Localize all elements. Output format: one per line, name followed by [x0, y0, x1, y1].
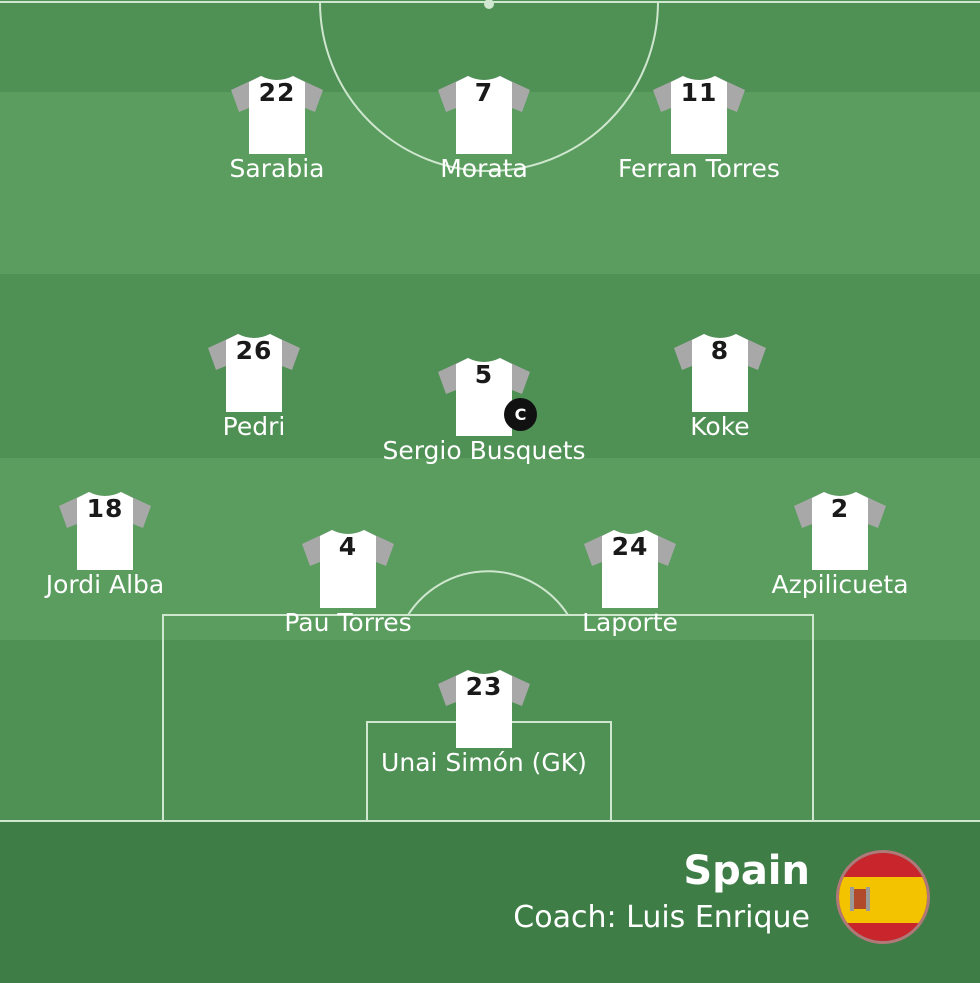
team-name: Spain	[683, 848, 810, 894]
pitch-stripe	[0, 0, 980, 92]
shirt-icon: 4	[298, 526, 398, 610]
penalty-arc	[407, 570, 569, 616]
shirt-icon: 8	[670, 330, 770, 414]
player-name: Pedri	[222, 412, 286, 441]
shirt-icon: 5 C	[434, 354, 537, 438]
shirt-number: 5	[474, 360, 494, 389]
player-name: Laporte	[582, 608, 678, 637]
shirt-number: 4	[338, 532, 358, 561]
centre-spot	[484, 0, 494, 9]
shirt-number: 7	[474, 78, 494, 107]
shirt-icon: 2	[790, 488, 890, 572]
player-card[interactable]: 18 Jordi Alba	[0, 488, 235, 600]
shirt-icon: 24	[580, 526, 680, 610]
captain-badge: C	[504, 398, 537, 431]
shirt-number: 11	[680, 78, 718, 107]
player-name: Ferran Torres	[618, 154, 780, 183]
player-card[interactable]: 8 Koke	[590, 330, 850, 442]
player-card[interactable]: 5 C Sergio Busquets	[354, 354, 614, 466]
player-card[interactable]: 2 Azpilicueta	[710, 488, 970, 600]
player-card[interactable]: 4 Pau Torres	[218, 526, 478, 638]
player-card[interactable]: 7 Morata	[354, 72, 614, 184]
player-card[interactable]: 24 Laporte	[500, 526, 760, 638]
player-card[interactable]: 11 Ferran Torres	[569, 72, 829, 184]
shirt-number: 8	[710, 336, 730, 365]
penalty-area	[162, 614, 814, 822]
player-name: Jordi Alba	[45, 570, 165, 599]
shirt-icon: 11	[649, 72, 749, 156]
player-card[interactable]: 22 Sarabia	[147, 72, 407, 184]
player-name: Koke	[690, 412, 750, 441]
shirt-number: 18	[86, 494, 124, 523]
shirt-number: 26	[235, 336, 273, 365]
shirt-icon: 23	[434, 666, 534, 750]
player-card[interactable]: 26 Pedri	[124, 330, 384, 442]
shirt-icon: 7	[434, 72, 534, 156]
shirt-number: 24	[611, 532, 649, 561]
player-name: Azpilicueta	[771, 570, 909, 599]
shirt-number: 2	[830, 494, 850, 523]
player-name: Sarabia	[229, 154, 325, 183]
player-name: Unai Simón (GK)	[381, 748, 587, 777]
player-name: Pau Torres	[284, 608, 412, 637]
spain-flag-icon	[836, 850, 930, 944]
player-name: Morata	[440, 154, 528, 183]
centre-circle	[319, 1, 659, 172]
player-card[interactable]: 23 Unai Simón (GK)	[354, 666, 614, 778]
shirt-number: 23	[465, 672, 503, 701]
team-footer: Spain Coach: Luis Enrique	[0, 822, 980, 983]
shirt-icon: 26	[204, 330, 304, 414]
shirt-icon: 18	[55, 488, 155, 572]
player-name: Sergio Busquets	[382, 436, 586, 465]
shirt-icon: 22	[227, 72, 327, 156]
pitch-markings	[0, 0, 980, 822]
coach-name: Coach: Luis Enrique	[513, 900, 810, 935]
shirt-number: 22	[258, 78, 296, 107]
